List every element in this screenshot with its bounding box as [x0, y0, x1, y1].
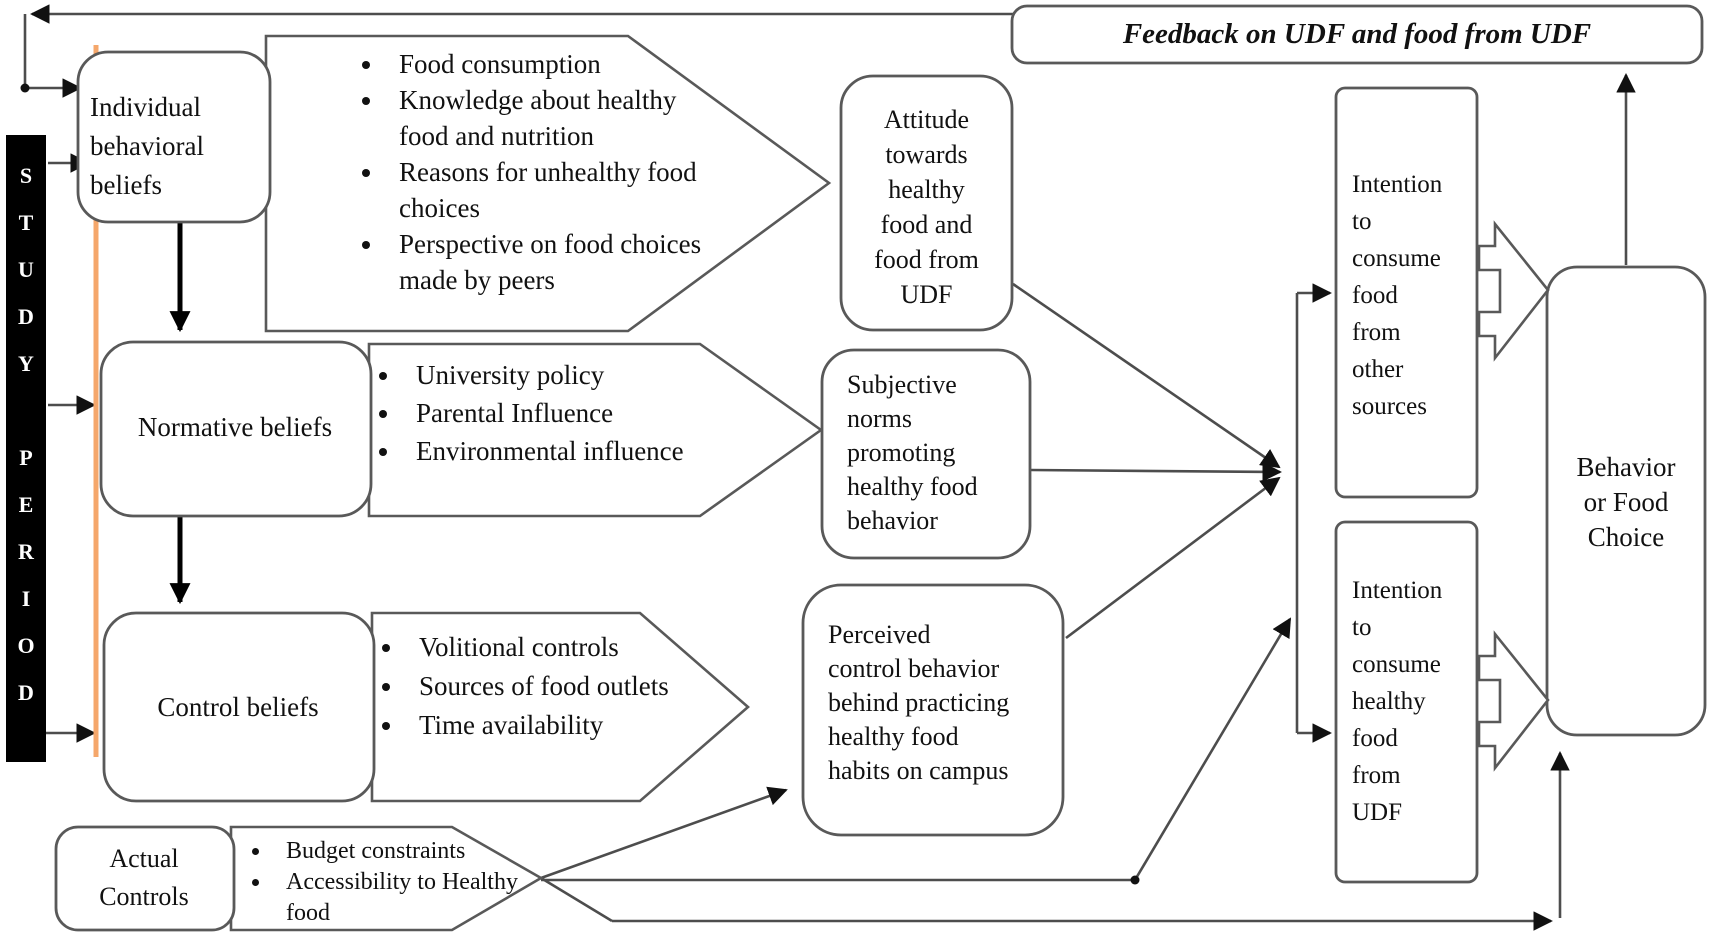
- behavior-box: [1545, 265, 1707, 737]
- control-beliefs-box: [102, 611, 376, 803]
- individual-beliefs-box: [76, 50, 272, 224]
- intention-other-sources-box: [1334, 86, 1479, 499]
- perceived-control-box: [801, 583, 1065, 837]
- individual-beliefs-label: Individual behavioral beliefs: [90, 92, 204, 200]
- bullet-item: Time availability: [405, 706, 705, 745]
- bullet-item: Sources of food outlets: [405, 667, 705, 706]
- feedback-corner-dot: [20, 83, 30, 93]
- block-arrow-intention-other: [1477, 220, 1550, 362]
- attitude-to-intention-line: [1012, 282, 1281, 469]
- bullet-item: Budget constraints: [272, 836, 542, 867]
- perceived-control-label: Perceived control behavior behind practi…: [828, 620, 1010, 785]
- subjective-to-intention-line: [1030, 462, 1282, 482]
- perceived-to-intention-line: [1065, 476, 1281, 640]
- actual-controls-box: [54, 825, 236, 932]
- attitude-label: Attitude towards healthy food and food f…: [874, 105, 979, 309]
- study-period-bar: [6, 135, 46, 762]
- individual-bullets-panel: [264, 34, 832, 333]
- bullet-item: University policy: [402, 356, 702, 394]
- actual-controls-label: Actual Controls: [99, 844, 189, 911]
- control-bullets-list: Volitional controlsSources of food outle…: [375, 628, 705, 745]
- intention-other-sources-label: Intention to consume food from other sou…: [1352, 171, 1443, 420]
- actual-to-perceived-line: [540, 786, 788, 880]
- actual-line-junction-dot: [1130, 875, 1140, 885]
- actual-controls-bullets-list: Budget constraintsAccessibility to Healt…: [242, 836, 542, 929]
- study-period-label: S T U D Y P E R I O D: [17, 163, 35, 705]
- feedback-bar: [1010, 4, 1704, 65]
- normative-beliefs-label: Normative beliefs: [137, 412, 333, 442]
- bullet-item: Reasons for unhealthy food choices: [385, 154, 715, 226]
- normative-bullets-list: University policyParental InfluenceEnvir…: [372, 356, 702, 470]
- actual-down-diagonal: [540, 876, 613, 923]
- bullet-item: Perspective on food choices made by peer…: [385, 226, 715, 298]
- feedback-label: Feedback on UDF and food from UDF: [1122, 18, 1592, 50]
- individual-bullets-list: Food consumptionKnowledge about healthy …: [355, 46, 715, 298]
- bullet-item: Accessibility to Healthy food: [272, 867, 542, 929]
- bullet-item: Volitional controls: [405, 628, 705, 667]
- intention-udf-box: [1334, 520, 1479, 884]
- actual-to-split-line: [1133, 617, 1292, 881]
- subjective-norms-box: [820, 348, 1032, 560]
- subjective-norms-label: Subjective norms promoting healthy food …: [847, 370, 978, 535]
- control-beliefs-label: Control beliefs: [157, 692, 319, 722]
- normative-beliefs-box: [99, 340, 373, 518]
- attitude-box: [839, 74, 1014, 332]
- behavior-label: Behavior or Food Choice: [1576, 452, 1676, 552]
- bullet-item: Environmental influence: [402, 432, 702, 470]
- bullet-item: Food consumption: [385, 46, 715, 82]
- block-arrow-intention-udf: [1477, 630, 1550, 772]
- intention-udf-label: Intention to consume healthy food from U…: [1352, 577, 1443, 826]
- bullet-item: Parental Influence: [402, 394, 702, 432]
- bullet-item: Knowledge about healthy food and nutriti…: [385, 82, 715, 154]
